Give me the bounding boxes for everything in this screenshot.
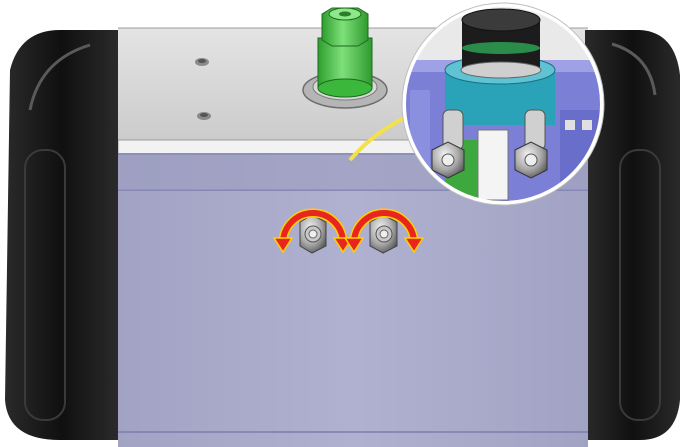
clockwise-rotate-arrow-icon — [343, 208, 425, 254]
right-end-cap — [585, 30, 680, 440]
mounting-hole-icon — [197, 112, 211, 120]
adjustment-screw — [343, 208, 425, 254]
left-end-cap — [5, 30, 118, 440]
mounting-hole-icon — [195, 58, 209, 66]
position-indicator-icon — [302, 7, 388, 109]
detail-bolt-icon — [514, 109, 548, 179]
clockwise-rotate-arrow-icon — [272, 208, 354, 254]
adjustment-screw — [272, 208, 354, 254]
detail-bolt-icon — [431, 109, 465, 179]
detail-magnifier — [401, 2, 605, 206]
